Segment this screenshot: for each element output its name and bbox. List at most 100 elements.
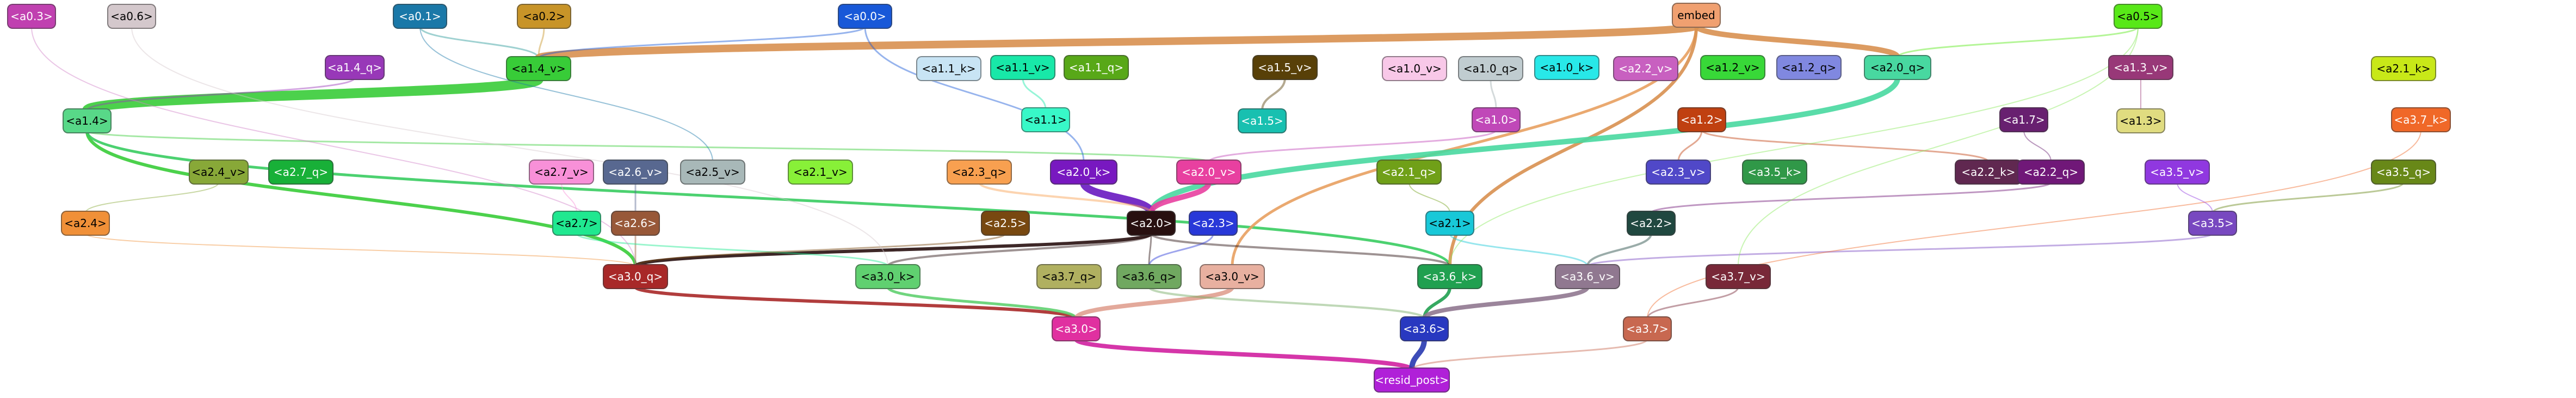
node-a2-1[interactable]: <a2.1>	[1425, 211, 1474, 236]
node-a3-0-k[interactable]: <a3.0_k>	[855, 264, 921, 289]
edge-a1_4-to-a3_6_k	[85, 131, 1451, 267]
node-a3-7[interactable]: <a3.7>	[1623, 316, 1672, 341]
node-a3-6[interactable]: <a3.6>	[1400, 316, 1449, 341]
node-a1-4-q[interactable]: <a1.4_q>	[325, 55, 385, 80]
node-a2-6-v[interactable]: <a2.6_v>	[603, 160, 668, 185]
node-a2-7-q[interactable]: <a2.7_q>	[268, 160, 333, 185]
node-a3-0-q[interactable]: <a3.0_q>	[603, 264, 668, 289]
node-a2-1-k[interactable]: <a2.1_k>	[2371, 56, 2436, 81]
edge-a3_6-to-resid_post	[1409, 339, 1427, 370]
node-a1-3-v[interactable]: <a1.3_v>	[2108, 55, 2173, 80]
node-a1-5[interactable]: <a1.5>	[1238, 108, 1287, 133]
edge-a1_5_v-to-a1_5	[1261, 77, 1286, 111]
node-a2-3-v[interactable]: <a2.3_v>	[1646, 160, 1711, 185]
node-a2-5[interactable]: <a2.5>	[981, 211, 1030, 236]
node-a3-7-v[interactable]: <a3.7_v>	[1706, 264, 1771, 289]
node-a1-3[interactable]: <a1.3>	[2116, 108, 2165, 133]
node-a1-2[interactable]: <a1.2>	[1677, 107, 1726, 132]
edge-a3_6_q-to-a3_6	[1148, 286, 1425, 320]
node-a2-0-v[interactable]: <a2.0_v>	[1176, 160, 1241, 185]
node-a2-0-k[interactable]: <a2.0_k>	[1050, 160, 1117, 185]
node-a3-5-k[interactable]: <a3.5_k>	[1742, 160, 1807, 185]
node-a3-0-v[interactable]: <a3.0_v>	[1200, 264, 1265, 289]
edge-a2_2_q-to-a2_2	[1650, 181, 2052, 214]
node-a1-4-v[interactable]: <a1.4_v>	[506, 56, 571, 81]
node-a2-7[interactable]: <a2.7>	[552, 211, 601, 236]
edge-a2_0_v-to-a2_0	[1148, 181, 1212, 214]
edge-a3_5_v-to-a3_5	[2177, 182, 2213, 213]
node-a3-7-q[interactable]: <a3.7_q>	[1036, 264, 1102, 289]
node-a2-0[interactable]: <a2.0>	[1127, 211, 1176, 236]
node-a1-1-v[interactable]: <a1.1_v>	[990, 55, 1055, 80]
edge-a0_0-to-a2_0_k	[864, 26, 1085, 162]
edge-a3_0_v-to-a3_0	[1074, 286, 1234, 320]
node-a3-6-v[interactable]: <a3.6_v>	[1555, 264, 1620, 289]
node-a3-0[interactable]: <a3.0>	[1052, 316, 1101, 341]
edge-a0_1-to-a2_5_v	[419, 26, 713, 162]
node-a2-2-q[interactable]: <a2.2_q>	[2017, 160, 2085, 185]
edge-a2_4-to-a3_0_q	[85, 233, 636, 267]
node-a1-1-k[interactable]: <a1.1_k>	[916, 56, 981, 81]
node-a2-1-q[interactable]: <a2.1_q>	[1376, 160, 1442, 185]
node-resid-post[interactable]: <resid_post>	[1374, 368, 1450, 393]
node-a1-1-q[interactable]: <a1.1_q>	[1064, 55, 1129, 80]
edge-a1_0_q-to-a1_0	[1490, 78, 1497, 110]
node-a2-1-v[interactable]: <a2.1_v>	[788, 160, 853, 185]
node-a1-5-v[interactable]: <a1.5_v>	[1252, 55, 1318, 80]
node-a1-0-k[interactable]: <a1.0_k>	[1534, 55, 1599, 80]
node-a0-1[interactable]: <a0.1>	[393, 4, 447, 29]
node-a3-5-q[interactable]: <a3.5_q>	[2371, 160, 2436, 185]
edge-a2_7-to-a3_0_k	[576, 233, 889, 267]
node-a1-1[interactable]: <a1.1>	[1021, 107, 1070, 132]
node-a1-0-v[interactable]: <a1.0_v>	[1382, 56, 1447, 81]
node-a1-7[interactable]: <a1.7>	[1999, 107, 2048, 132]
node-a0-5[interactable]: <a0.5>	[2114, 4, 2163, 29]
node-a3-5[interactable]: <a3.5>	[2188, 211, 2237, 236]
node-a3-5-v[interactable]: <a3.5_v>	[2145, 160, 2210, 185]
edge-a2_4_v-to-a2_4	[85, 182, 219, 213]
node-a3-7-k[interactable]: <a3.7_k>	[2391, 107, 2451, 132]
edge-a2_0-to-a3_0_k	[887, 232, 1152, 267]
edge-a1_2-to-a2_3_v	[1677, 130, 1703, 162]
node-a1-0[interactable]: <a1.0>	[1472, 107, 1521, 132]
edge-a3_7_k-to-a3_7	[1647, 130, 2421, 319]
node-a3-6-k[interactable]: <a3.6_k>	[1417, 264, 1482, 289]
edge-a2_3_q-to-a2_0	[978, 182, 1152, 213]
edge-a3_5_q-to-a3_5	[2211, 182, 2405, 213]
node-a1-0-q[interactable]: <a1.0_q>	[1458, 56, 1523, 81]
node-a3-6-q[interactable]: <a3.6_q>	[1116, 264, 1182, 289]
edge-a3_5-to-a3_6_v	[1586, 232, 2214, 267]
node-a2-0-q[interactable]: <a2.0_q>	[1864, 55, 1931, 80]
edge-a2_7_v-to-a2_7	[561, 182, 577, 213]
edge-a2_0-to-a3_6_q	[1148, 233, 1152, 267]
node-a2-2[interactable]: <a2.2>	[1627, 211, 1676, 236]
node-a2-3-q[interactable]: <a2.3_q>	[947, 160, 1012, 185]
edge-a0_5-to-a3_6_k	[1449, 26, 2139, 267]
node-embed[interactable]: embed	[1672, 3, 1721, 28]
edge-a3_0_k-to-a3_0	[886, 286, 1078, 320]
edge-a2_0-to-a3_0_q	[634, 232, 1153, 268]
node-a2-3[interactable]: <a2.3>	[1189, 211, 1238, 236]
edge-embed-to-a1_4_v	[535, 22, 1700, 62]
node-a2-2-v[interactable]: <a2.2_v>	[1613, 56, 1678, 81]
node-a2-4-v[interactable]: <a2.4_v>	[189, 160, 249, 185]
node-a0-0[interactable]: <a0.0>	[838, 4, 892, 29]
node-a0-2[interactable]: <a0.2>	[517, 4, 571, 29]
edge-a1_0-to-a2_0_v	[1208, 130, 1497, 162]
node-a0-3[interactable]: <a0.3>	[7, 4, 56, 29]
node-a0-6[interactable]: <a0.6>	[107, 4, 156, 29]
node-a1-2-q[interactable]: <a1.2_q>	[1776, 55, 1842, 80]
node-a2-7-v[interactable]: <a2.7_v>	[529, 160, 594, 185]
node-a2-2-k[interactable]: <a2.2_k>	[1955, 160, 2022, 185]
edge-a1_4_v-to-a1_4	[82, 74, 543, 115]
node-a2-6[interactable]: <a2.6>	[611, 211, 660, 236]
node-a2-5-v[interactable]: <a2.5_v>	[680, 160, 745, 185]
node-a1-2-v[interactable]: <a1.2_v>	[1700, 55, 1765, 80]
edge-a2_1_q-to-a2_1	[1409, 182, 1450, 213]
node-a1-4[interactable]: <a1.4>	[63, 108, 112, 133]
edge-a0_6-to-a3_0_k	[131, 26, 888, 267]
node-a2-4[interactable]: <a2.4>	[61, 211, 110, 236]
edge-a0_5-to-a2_0_q	[1897, 26, 2139, 58]
